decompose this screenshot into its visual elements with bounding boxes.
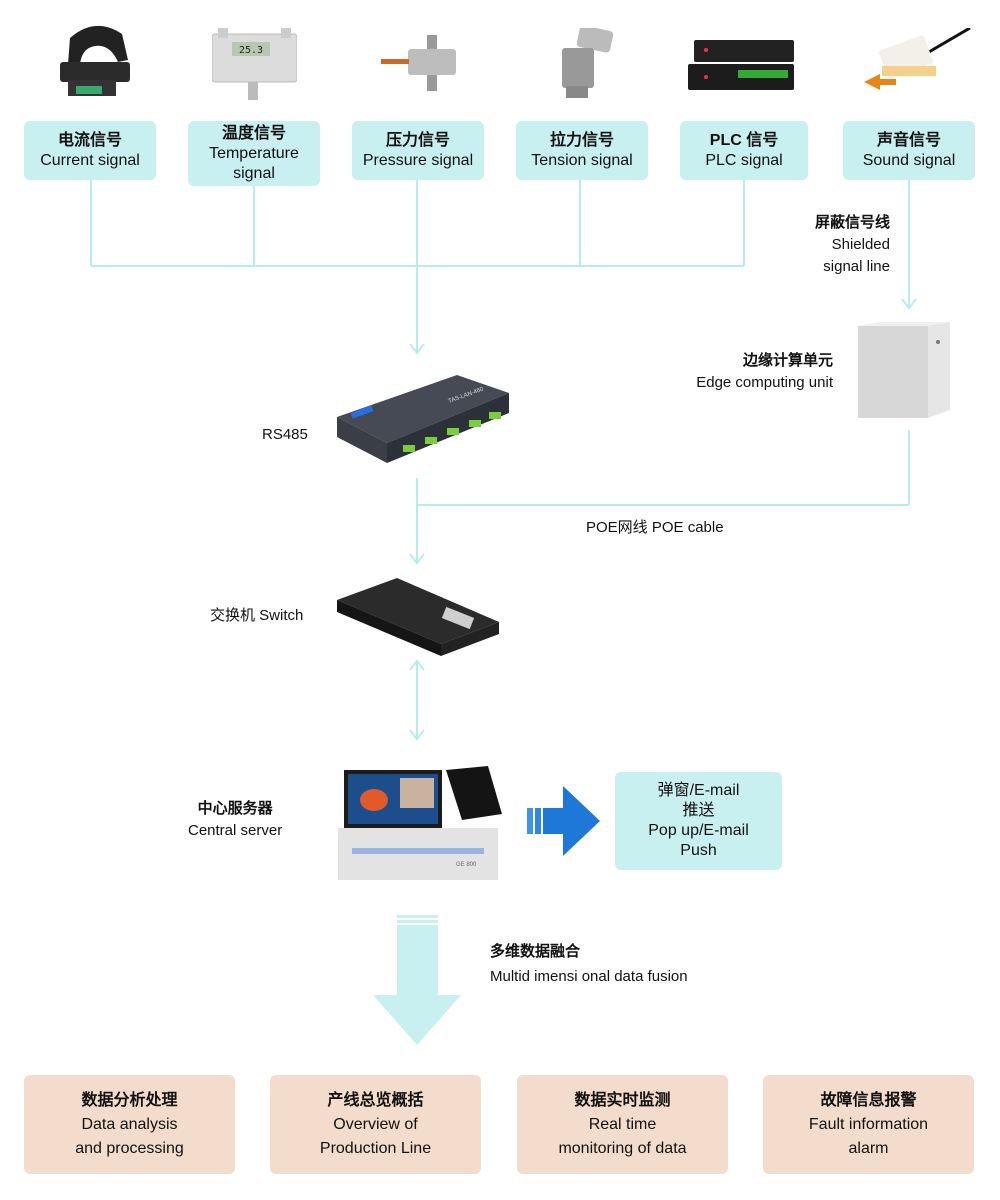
rs485-label: RS485 xyxy=(262,426,308,443)
rs485-device-icon: TAS-LAN-460 xyxy=(337,375,509,463)
output-2-zh: 数据实时监测 xyxy=(574,1091,671,1109)
central-server-icon: GE 800 xyxy=(338,766,502,880)
output-0-en1: Data analysis xyxy=(81,1115,178,1133)
switch-label: 交换机 Switch xyxy=(210,607,304,624)
edge-computing-label: 边缘计算单元 Edge computing unit xyxy=(696,350,833,394)
output-3-en1: Fault information xyxy=(808,1115,929,1133)
pressure-signal-en: Pressure signal xyxy=(362,151,474,169)
shielded-en2: signal line xyxy=(823,258,890,275)
tension-signal-en: Tension signal xyxy=(531,151,633,169)
temperature-signal-zh: 温度信号 xyxy=(221,124,286,142)
sound-sensor-icon xyxy=(864,28,971,90)
temperature-signal-en2: signal xyxy=(233,164,275,182)
output-3-zh: 故障信息报警 xyxy=(820,1091,917,1109)
data-fusion-label: 多维数据融合 Multid imensi onal data fusion xyxy=(490,939,688,989)
output-box-realtime-monitoring: 数据实时监测 Real time monitoring of data xyxy=(517,1075,728,1174)
sound-signal-en: Sound signal xyxy=(862,151,956,169)
pressure-signal-zh: 压力信号 xyxy=(385,131,450,149)
fusion-en: Multid imensi onal data fusion xyxy=(490,968,688,985)
current-signal-en: Current signal xyxy=(40,151,140,169)
push-en2: Push xyxy=(680,842,717,859)
output-1-zh: 产线总览概括 xyxy=(327,1091,424,1109)
plc-device-icon xyxy=(688,40,794,90)
temperature-sensor-icon: 25.3 xyxy=(212,28,297,100)
shielded-en1: Shielded xyxy=(831,236,890,253)
push-en1: Pop up/E-mail xyxy=(648,822,749,839)
edge-en: Edge computing unit xyxy=(696,374,833,391)
server-device-text: GE 800 xyxy=(456,862,477,868)
switch-device-icon xyxy=(337,578,499,656)
poe-cable-label: POE网线 POE cable xyxy=(586,519,724,536)
push-notification-box: 弹窗/E-mail 推送 Pop up/E-mail Push xyxy=(615,772,782,870)
output-2-en1: Real time xyxy=(588,1115,657,1133)
blue-arrow-icon xyxy=(527,786,600,856)
temperature-display: 25.3 xyxy=(239,45,263,56)
output-3-en2: alarm xyxy=(848,1139,889,1157)
tension-signal-box: 拉力信号 Tension signal xyxy=(516,121,648,180)
current-signal-zh: 电流信号 xyxy=(57,131,122,149)
temperature-signal-en: Temperature xyxy=(209,144,299,162)
central-server-label: 中心服务器 Central server xyxy=(188,798,282,842)
tension-sensor-icon xyxy=(562,28,614,98)
shielded-zh: 屏蔽信号线 xyxy=(814,214,890,231)
edge-zh: 边缘计算单元 xyxy=(742,352,833,369)
push-zh2: 推送 xyxy=(682,802,715,819)
output-1-en1: Overview of xyxy=(333,1115,418,1133)
plc-signal-zh: PLC 信号 xyxy=(709,131,779,149)
fusion-zh: 多维数据融合 xyxy=(490,943,581,960)
output-box-production-overview: 产线总览概括 Overview of Production Line xyxy=(270,1075,481,1174)
current-signal-box: 电流信号 Current signal xyxy=(24,121,156,180)
temperature-signal-box: 温度信号 Temperature signal xyxy=(188,121,320,186)
output-0-zh: 数据分析处理 xyxy=(81,1091,178,1109)
push-zh1: 弹窗/E-mail xyxy=(657,782,740,799)
server-en: Central server xyxy=(188,822,283,839)
pressure-sensor-icon xyxy=(381,35,456,91)
output-box-data-analysis: 数据分析处理 Data analysis and processing xyxy=(24,1075,235,1174)
output-box-fault-alarm: 故障信息报警 Fault information alarm xyxy=(763,1075,974,1174)
sound-signal-box: 声音信号 Sound signal xyxy=(843,121,975,180)
edge-computing-cabinet-icon xyxy=(858,322,950,418)
down-arrow-icon xyxy=(373,915,461,1045)
tension-signal-zh: 拉力信号 xyxy=(549,131,614,149)
shielded-signal-line-label: 屏蔽信号线 Shielded signal line xyxy=(815,212,890,278)
pressure-signal-box: 压力信号 Pressure signal xyxy=(352,121,484,180)
plc-signal-en: PLC signal xyxy=(705,151,783,169)
output-1-en2: Production Line xyxy=(319,1139,432,1157)
plc-signal-box: PLC 信号 PLC signal xyxy=(680,121,808,180)
sound-signal-zh: 声音信号 xyxy=(876,131,941,149)
server-zh: 中心服务器 xyxy=(197,800,273,817)
output-2-en2: monitoring of data xyxy=(558,1139,687,1157)
output-0-en2: and processing xyxy=(75,1139,184,1157)
current-sensor-icon xyxy=(60,25,130,96)
